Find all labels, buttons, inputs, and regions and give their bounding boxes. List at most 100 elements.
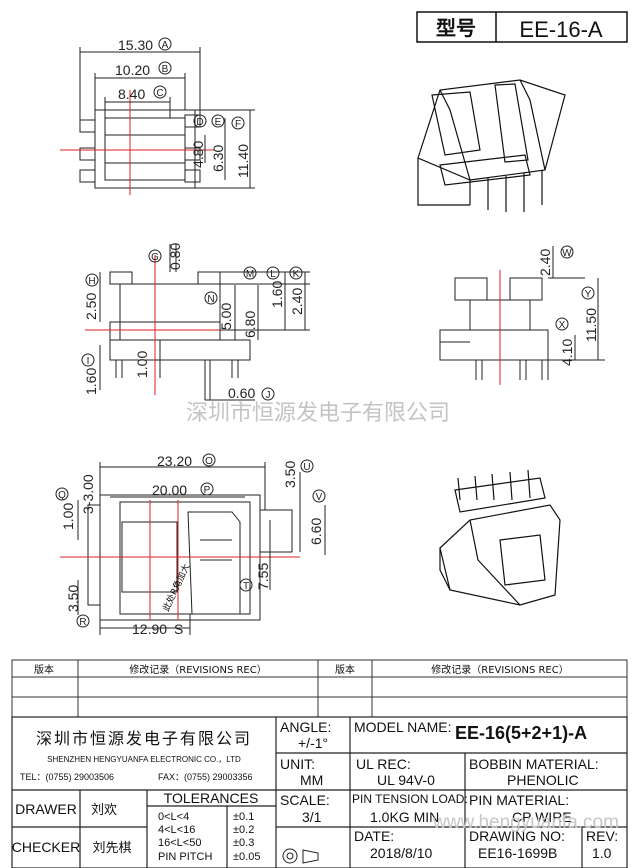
dim-3-50-left: 3.50 bbox=[65, 585, 81, 612]
angle-value: +/-1° bbox=[298, 735, 328, 751]
dim-2-40-side: 2.40 bbox=[537, 249, 553, 276]
dim-4-80: 4.80 bbox=[190, 141, 206, 168]
model-title-value: EE-16-A bbox=[519, 17, 602, 42]
bobbin-material-value: PHENOLIC bbox=[507, 772, 579, 788]
rev-col-version-1: 版本 bbox=[34, 663, 54, 676]
checker-value: 刘先棋 bbox=[92, 841, 131, 856]
tol-value: ±0.2 bbox=[233, 824, 254, 836]
dim-p-circle: P bbox=[204, 485, 211, 496]
top-view-dims: 15.30 A 10.20 B 8.40 C D E 4.80 6.30 11.… bbox=[115, 37, 251, 178]
tol-range: PIN PITCH bbox=[158, 851, 212, 863]
dim-m-circle: M bbox=[246, 269, 254, 280]
rev-col-version-2: 版本 bbox=[335, 663, 355, 676]
model-name-label: MODEL NAME: bbox=[354, 719, 452, 735]
model-title-label: 型号 bbox=[436, 16, 476, 40]
dim-e-circle: E bbox=[215, 117, 222, 128]
dim-0-60: 0.60 bbox=[228, 385, 255, 401]
dim-3-50-top: 3.50 bbox=[282, 461, 298, 488]
rev-label: REV: bbox=[586, 828, 618, 844]
dim-1-00-bottom: 1.00 bbox=[60, 503, 76, 530]
drawer-value: 刘欢 bbox=[91, 803, 117, 818]
company-fax: FAX：(0755) 29003356 bbox=[158, 772, 253, 782]
rev-col-record-2: 修改记录（REVISIONS REC） bbox=[431, 663, 568, 676]
dim-r-circle: R bbox=[79, 617, 86, 628]
company-tel: TEL：(0755) 29003506 bbox=[20, 772, 114, 782]
front-view-drawing bbox=[85, 244, 310, 401]
model-name-value: EE-16(5+2+1)-A bbox=[455, 723, 587, 743]
tol-range: 16<L<50 bbox=[158, 837, 201, 849]
dim-2-40-front: 2.40 bbox=[289, 288, 305, 315]
date-value: 2018/8/10 bbox=[370, 845, 432, 861]
dim-o-circle: O bbox=[205, 456, 213, 467]
dim-i-circle: I bbox=[87, 356, 90, 367]
dim-k-circle: K bbox=[293, 269, 300, 280]
tol-value: ±0.05 bbox=[233, 851, 260, 863]
dim-6-80: 6.80 bbox=[242, 311, 258, 338]
bottom-view-drawing bbox=[60, 462, 326, 635]
projection-symbol bbox=[282, 848, 319, 864]
dim-l-circle: L bbox=[270, 269, 276, 280]
dim-11-50: 11.50 bbox=[583, 308, 599, 342]
dim-11-40: 11.40 bbox=[235, 144, 251, 178]
rev-value: 1.0 bbox=[592, 845, 612, 861]
dim-8-40: 8.40 bbox=[118, 86, 145, 102]
side-view-dims: 2.40 W X 4.10 Y 11.50 bbox=[537, 245, 599, 366]
dim-y-circle: Y bbox=[585, 289, 592, 300]
side-view-drawing bbox=[439, 246, 605, 385]
isometric-view-bottom bbox=[439, 469, 561, 606]
drawing-no-value: EE16-1699B bbox=[478, 845, 557, 861]
dim-j-circle: J bbox=[266, 390, 271, 401]
pin-material-value: CP WIRE bbox=[512, 809, 572, 825]
dim-f-circle: F bbox=[235, 119, 241, 130]
tol-range: 4<L<16 bbox=[158, 824, 195, 836]
bobbin-material-label: BOBBIN MATERIAL: bbox=[469, 756, 599, 772]
dim-23-20: 23.20 bbox=[157, 453, 192, 469]
dim-s-label: S bbox=[174, 621, 183, 637]
dim-3-3-00: 3-3.00 bbox=[80, 474, 96, 514]
pin-material-label: PIN MATERIAL: bbox=[469, 792, 569, 808]
model-title-box: 型号 EE-16-A bbox=[416, 11, 628, 43]
dim-d-circle: D bbox=[196, 117, 203, 128]
scale-label: SCALE: bbox=[280, 792, 330, 808]
checker-label: CHECKER bbox=[12, 839, 80, 855]
dim-10-20: 10.20 bbox=[115, 62, 150, 78]
date-label: DATE: bbox=[354, 828, 394, 844]
dim-7-55: 7.55 bbox=[255, 563, 271, 590]
scale-value: 3/1 bbox=[302, 809, 322, 825]
angle-label: ANGLE: bbox=[280, 719, 331, 735]
rev-col-record-1: 修改记录（REVISIONS REC） bbox=[129, 663, 266, 676]
unit-value: MM bbox=[300, 772, 323, 788]
dim-h-circle: H bbox=[88, 276, 95, 287]
unit-label: UNIT: bbox=[280, 756, 315, 772]
dim-q-circle: Q bbox=[58, 490, 66, 501]
dim-b-circle: B bbox=[162, 64, 169, 75]
ul-rec-value: UL 94V-0 bbox=[377, 772, 435, 788]
tolerance-rows: 0<L<4 ±0.1 4<L<16 ±0.2 16<L<50 ±0.3 PIN … bbox=[158, 811, 260, 863]
dim-0-80: 0.80 bbox=[167, 243, 183, 270]
dim-6-30: 6.30 bbox=[210, 145, 226, 172]
dim-4-10: 4.10 bbox=[559, 339, 575, 366]
drawer-label: DRAWER bbox=[15, 801, 77, 817]
pin-tension-value: 1.0KG MIN bbox=[370, 809, 439, 825]
dim-n-circle: N bbox=[207, 294, 214, 305]
dim-w-circle: W bbox=[562, 248, 572, 259]
dim-t-circle: T bbox=[243, 581, 249, 592]
dim-c-circle: C bbox=[156, 88, 163, 99]
tolerances-label: TOLERANCES bbox=[164, 790, 259, 806]
tol-value: ±0.1 bbox=[233, 811, 254, 823]
tol-value: ±0.3 bbox=[233, 837, 254, 849]
ul-rec-label: UL REC: bbox=[356, 756, 411, 772]
watermark-company: 深圳市恒源发电子有限公司 bbox=[186, 401, 450, 426]
front-view-dims: G 0.80 H 2.50 I 1.60 1.00 N 5.00 M 6.80 … bbox=[81, 243, 305, 401]
top-view-drawing bbox=[60, 47, 255, 195]
title-block-grid bbox=[11, 716, 628, 868]
company-name-en: SHENZHEN HENGYUANFA ELECTRONIC CO.，LTD bbox=[47, 755, 241, 764]
isometric-view-top bbox=[417, 79, 566, 212]
dim-12-90: 12.90 bbox=[132, 621, 167, 637]
dim-1-60-right: 1.60 bbox=[269, 281, 285, 308]
dim-a-circle: A bbox=[162, 40, 169, 51]
dim-u-circle: U bbox=[303, 462, 310, 473]
dim-2-50: 2.50 bbox=[83, 293, 99, 320]
